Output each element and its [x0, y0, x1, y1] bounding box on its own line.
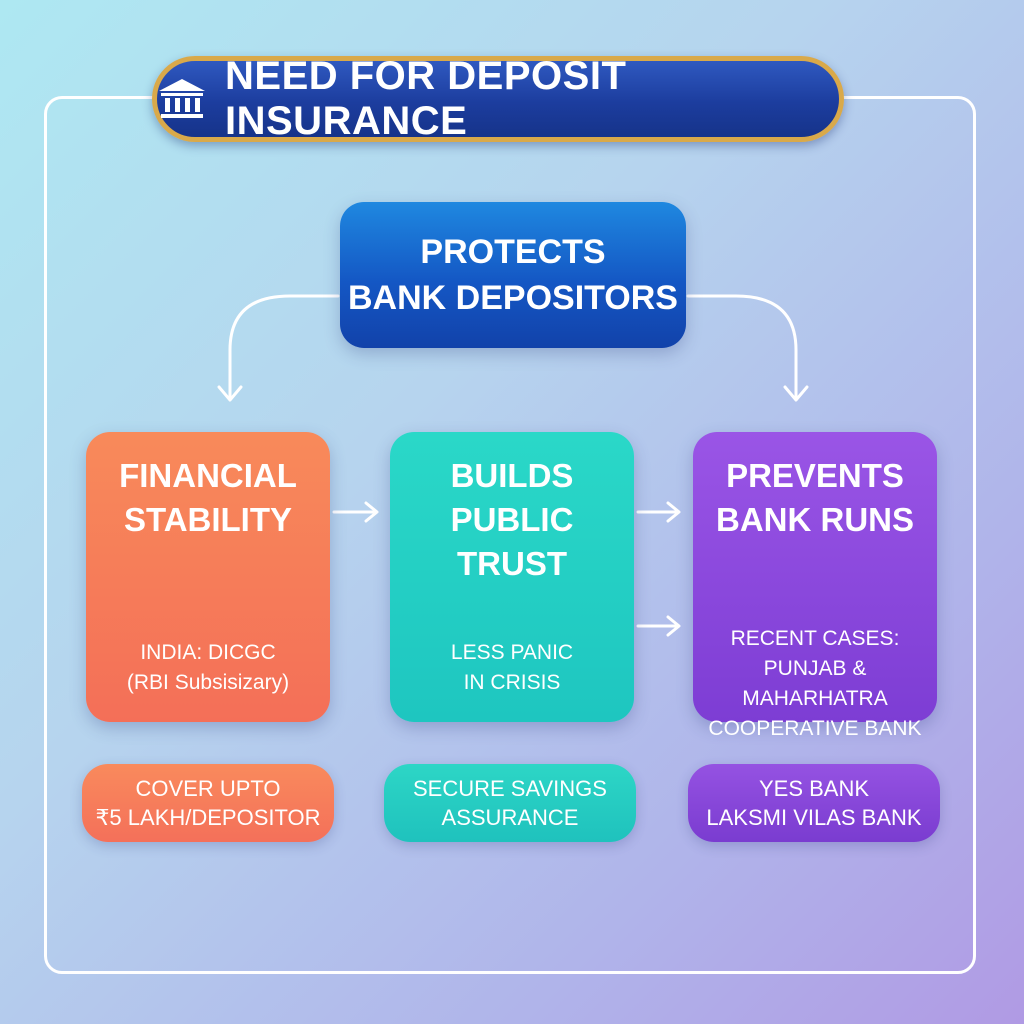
node-subtext: INDIA: DICGC (RBI Subsisizary): [86, 638, 330, 698]
node-subtext: LESS PANIC IN CRISIS: [390, 638, 634, 698]
pill-line: ₹5 LAKH/DEPOSITOR: [95, 805, 321, 830]
node-title-line: BANK RUNS: [716, 501, 914, 538]
arrowhead-trust-to-runs-lower: [666, 615, 681, 637]
node-title: FINANCIAL STABILITY: [86, 454, 330, 542]
node-sub-line: (RBI Subsisizary): [126, 671, 290, 694]
title-banner: NEED FOR DEPOSIT INSURANCE: [152, 54, 844, 143]
pill-secure-savings: SECURE SAVINGS ASSURANCE: [384, 764, 636, 842]
node-financial-stability: FINANCIAL STABILITY INDIA: DICGC (RBI Su…: [86, 432, 330, 722]
node-sub-line: PUNJAB & MAHARHATRA: [742, 657, 888, 710]
diagram-title: NEED FOR DEPOSIT INSURANCE: [225, 54, 627, 143]
node-prevents-bank-runs: PREVENTS BANK RUNS RECENT CASES: PUNJAB …: [693, 432, 937, 740]
node-title-line: BUILDS: [450, 457, 574, 494]
node-title-line: FINANCIAL: [119, 457, 297, 494]
pill-line: SECURE SAVINGS: [413, 776, 607, 801]
node-sub-line: RECENT CASES:: [730, 627, 900, 650]
node-title-line: TRUST: [457, 545, 567, 582]
node-sub-line: COOPERATIVE BANK: [708, 717, 922, 740]
arrowhead-top-to-right: [783, 385, 809, 402]
arrowhead-top-to-left: [217, 385, 243, 402]
node-title: PREVENTS BANK RUNS: [693, 454, 937, 542]
node-title-line: PREVENTS: [726, 457, 904, 494]
node-sub-line: IN CRISIS: [463, 671, 561, 694]
node-builds-public-trust: BUILDS PUBLIC TRUST LESS PANIC IN CRISIS: [390, 432, 634, 722]
pill-line: COVER UPTO: [135, 776, 281, 801]
pill-bank-cases: YES BANK LAKSMI VILAS BANK: [688, 764, 940, 842]
pill-line: ASSURANCE: [441, 805, 579, 830]
arrowhead-stability-to-trust: [364, 501, 379, 523]
arrow-top-to-right: [686, 294, 798, 400]
node-title: BUILDS PUBLIC TRUST: [390, 454, 634, 586]
node-title-line: STABILITY: [123, 501, 293, 538]
node-sub-line: INDIA: DICGC: [140, 641, 276, 664]
pill-line: LAKSMI VILAS BANK: [706, 805, 922, 830]
arrowhead-trust-to-runs-upper: [666, 501, 681, 523]
node-text-line: PROTECTS: [420, 233, 606, 271]
bank-building-icon: [157, 77, 207, 121]
pill-cover-upto: COVER UPTO ₹5 LAKH/DEPOSITOR: [82, 764, 334, 842]
node-text-line: BANK DEPOSITORS: [348, 279, 678, 317]
pill-line: YES BANK: [758, 776, 870, 801]
node-subtext: RECENT CASES: PUNJAB & MAHARHATRA COOPER…: [693, 624, 937, 744]
node-title-line: PUBLIC: [450, 501, 574, 538]
node-protects-depositors: PROTECTS BANK DEPOSITORS: [340, 202, 686, 348]
arrow-top-to-left: [228, 294, 340, 400]
node-sub-line: LESS PANIC: [450, 641, 574, 664]
